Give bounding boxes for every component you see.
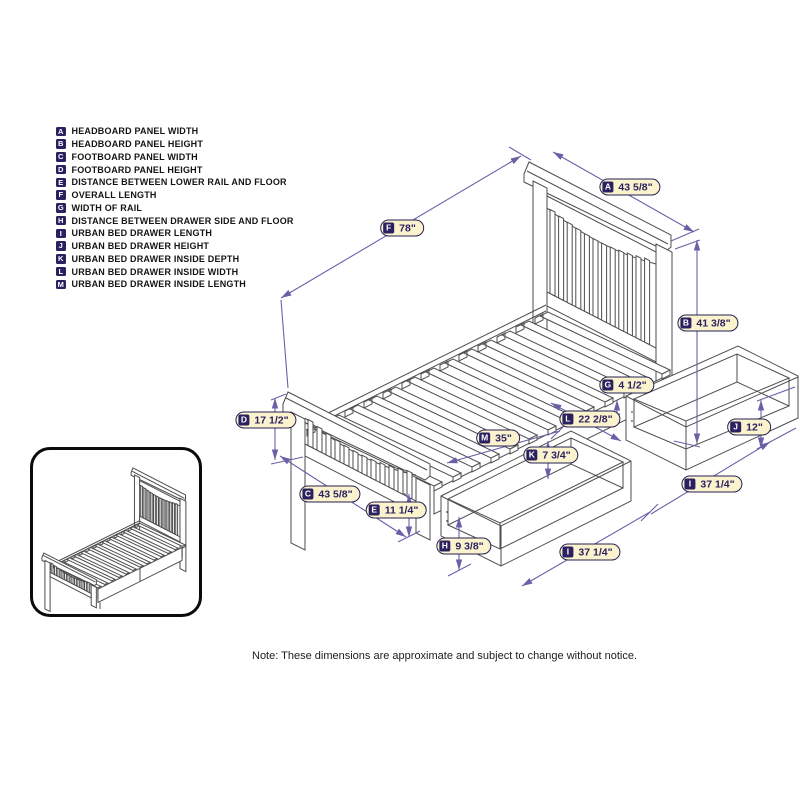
legend-label: DISTANCE BETWEEN DRAWER SIDE AND FLOOR — [71, 215, 294, 226]
bed-thumbnail — [30, 447, 202, 617]
dim-value-e: 11 1/4" — [384, 504, 419, 516]
legend-label: WIDTH OF RAIL — [71, 202, 143, 213]
dim-value-j: 12" — [746, 421, 763, 433]
legend-label: URBAN BED DRAWER INSIDE LENGTH — [71, 279, 247, 290]
legend-badge-e: E — [56, 177, 66, 188]
legend-badge-m: M — [56, 279, 66, 290]
legend-badge-h: H — [56, 215, 66, 226]
dim-badge-a: A — [602, 181, 614, 193]
dim-value-a: 43 5/8" — [618, 181, 653, 193]
legend-label: HEADBOARD PANEL WIDTH — [71, 126, 199, 137]
dim-value-k: 7 3/4" — [542, 449, 571, 461]
legend-item-i: I URBAN BED DRAWER LENGTH — [56, 227, 294, 240]
legend-item-m: M URBAN BED DRAWER INSIDE LENGTH — [56, 278, 294, 291]
dim-badge-f: F — [383, 222, 395, 234]
legend-item-h: H DISTANCE BETWEEN DRAWER SIDE AND FLOOR — [56, 214, 294, 227]
dim-value-b: 41 3/8" — [696, 317, 731, 329]
dim-badge-l: L — [562, 413, 574, 425]
legend-badge-b: B — [56, 139, 66, 149]
legend-badge-a: A — [56, 126, 66, 137]
dim-badge-g: G — [602, 379, 614, 391]
drawer-far — [625, 345, 799, 471]
dim-label-f: F 78" — [380, 219, 424, 237]
dim-value-i: 37 1/4" — [578, 546, 613, 558]
dim-value-f: 78" — [399, 222, 416, 234]
dim-value-l: 22 2/8" — [578, 413, 613, 425]
dim-label-b: B 41 3/8" — [677, 314, 739, 332]
dim-label-j: J 12" — [727, 418, 771, 436]
legend-label: DISTANCE BETWEEN LOWER RAIL AND FLOOR — [71, 177, 287, 188]
legend-label: URBAN BED DRAWER INSIDE WIDTH — [71, 266, 239, 277]
legend-label: URBAN BED DRAWER LENGTH — [71, 228, 213, 239]
dim-label-l: L 22 2/8" — [559, 410, 621, 428]
dim-label-h: H 9 3/8" — [436, 537, 492, 555]
legend-label: FOOTBOARD PANEL HEIGHT — [71, 164, 203, 175]
dim-badge-m: M — [479, 432, 491, 444]
legend-label: OVERALL LENGTH — [71, 190, 157, 201]
dim-label-i-near: I 37 1/4" — [559, 543, 621, 561]
dim-badge-e: E — [368, 504, 380, 516]
legend-badge-f: F — [56, 190, 66, 200]
legend-label: HEADBOARD PANEL HEIGHT — [71, 139, 204, 150]
dim-value-i: 37 1/4" — [700, 478, 735, 490]
legend-badge-d: D — [56, 164, 66, 175]
dim-badge-b: B — [680, 317, 692, 329]
dim-label-a: A 43 5/8" — [599, 178, 661, 196]
legend-item-a: A HEADBOARD PANEL WIDTH — [56, 125, 294, 138]
legend-badge-c: C — [56, 152, 66, 162]
legend-item-c: C FOOTBOARD PANEL WIDTH — [56, 151, 294, 164]
legend-item-f: F OVERALL LENGTH — [56, 189, 294, 202]
dim-value-g: 4 1/2" — [618, 379, 647, 391]
note-text: Note: These dimensions are approximate a… — [252, 650, 638, 662]
dim-value-h: 9 3/8" — [455, 540, 484, 552]
bed-thumbnail-art — [41, 467, 187, 612]
dim-badge-h: H — [439, 540, 451, 552]
legend-badge-l: L — [56, 266, 66, 277]
dim-badge-c: C — [302, 488, 314, 500]
dim-label-g: G 4 1/2" — [599, 376, 655, 394]
dim-label-d: D 17 1/2" — [235, 411, 297, 429]
legend-badge-j: J — [56, 241, 66, 251]
dim-label-m: M 35" — [476, 429, 520, 447]
dim-label-e: E 11 1/4" — [365, 501, 427, 519]
legend-item-k: K URBAN BED DRAWER INSIDE DEPTH — [56, 253, 294, 266]
dim-label-i-far: I 37 1/4" — [681, 475, 743, 493]
legend-badge-g: G — [56, 203, 66, 213]
dim-value-d: 17 1/2" — [254, 414, 289, 426]
legend-label: FOOTBOARD PANEL WIDTH — [71, 151, 198, 162]
dim-badge-i: I — [562, 546, 574, 558]
dim-value-m: 35" — [495, 432, 512, 444]
legend-item-l: L URBAN BED DRAWER INSIDE WIDTH — [56, 265, 294, 278]
legend-item-d: D FOOTBOARD PANEL HEIGHT — [56, 163, 294, 176]
legend-badge-k: K — [56, 254, 66, 264]
legend-item-b: B HEADBOARD PANEL HEIGHT — [56, 138, 294, 151]
dim-label-k: K 7 3/4" — [523, 446, 579, 464]
storage-drawers — [440, 345, 799, 567]
dim-value-c: 43 5/8" — [318, 488, 353, 500]
dim-badge-d: D — [238, 414, 250, 426]
dim-badge-k: K — [526, 449, 538, 461]
dim-badge-i: I — [684, 478, 696, 490]
dim-badge-j: J — [730, 421, 742, 433]
legend-label: URBAN BED DRAWER HEIGHT — [71, 241, 210, 252]
legend-item-e: E DISTANCE BETWEEN LOWER RAIL AND FLOOR — [56, 176, 294, 189]
legend-item-g: G WIDTH OF RAIL — [56, 202, 294, 215]
legend-label: URBAN BED DRAWER INSIDE DEPTH — [71, 253, 240, 264]
legend-badge-i: I — [56, 228, 66, 239]
thumbnail-drawer-panel — [97, 546, 183, 609]
legend: A HEADBOARD PANEL WIDTH B HEADBOARD PANEL … — [56, 125, 294, 291]
dim-label-c: C 43 5/8" — [299, 485, 361, 503]
legend-item-j: J URBAN BED DRAWER HEIGHT — [56, 240, 294, 253]
